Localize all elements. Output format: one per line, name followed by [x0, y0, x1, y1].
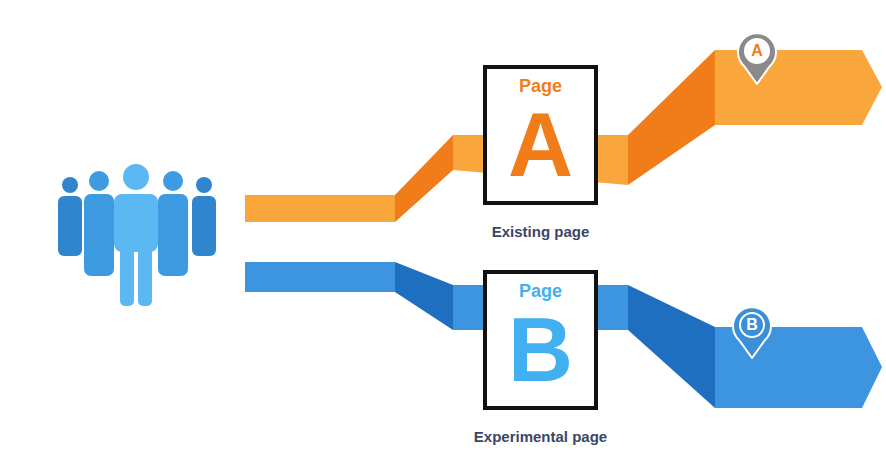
page-label: Page [487, 75, 594, 97]
existing-page-box: PageAExisting page [483, 65, 598, 205]
page-letter: A [487, 97, 594, 193]
page-caption: Experimental page [427, 428, 654, 445]
page-letter: B [487, 302, 594, 398]
pin-letter: A [737, 41, 777, 61]
orange-band [245, 50, 882, 222]
page-label: Page [487, 280, 594, 302]
pin-marker: A [737, 31, 777, 85]
pin-marker: B [732, 305, 772, 359]
pin-letter: B [732, 315, 772, 335]
page-caption: Existing page [427, 223, 654, 240]
experimental-page-box: PageBExperimental page [483, 270, 598, 410]
people-icon [58, 164, 216, 306]
